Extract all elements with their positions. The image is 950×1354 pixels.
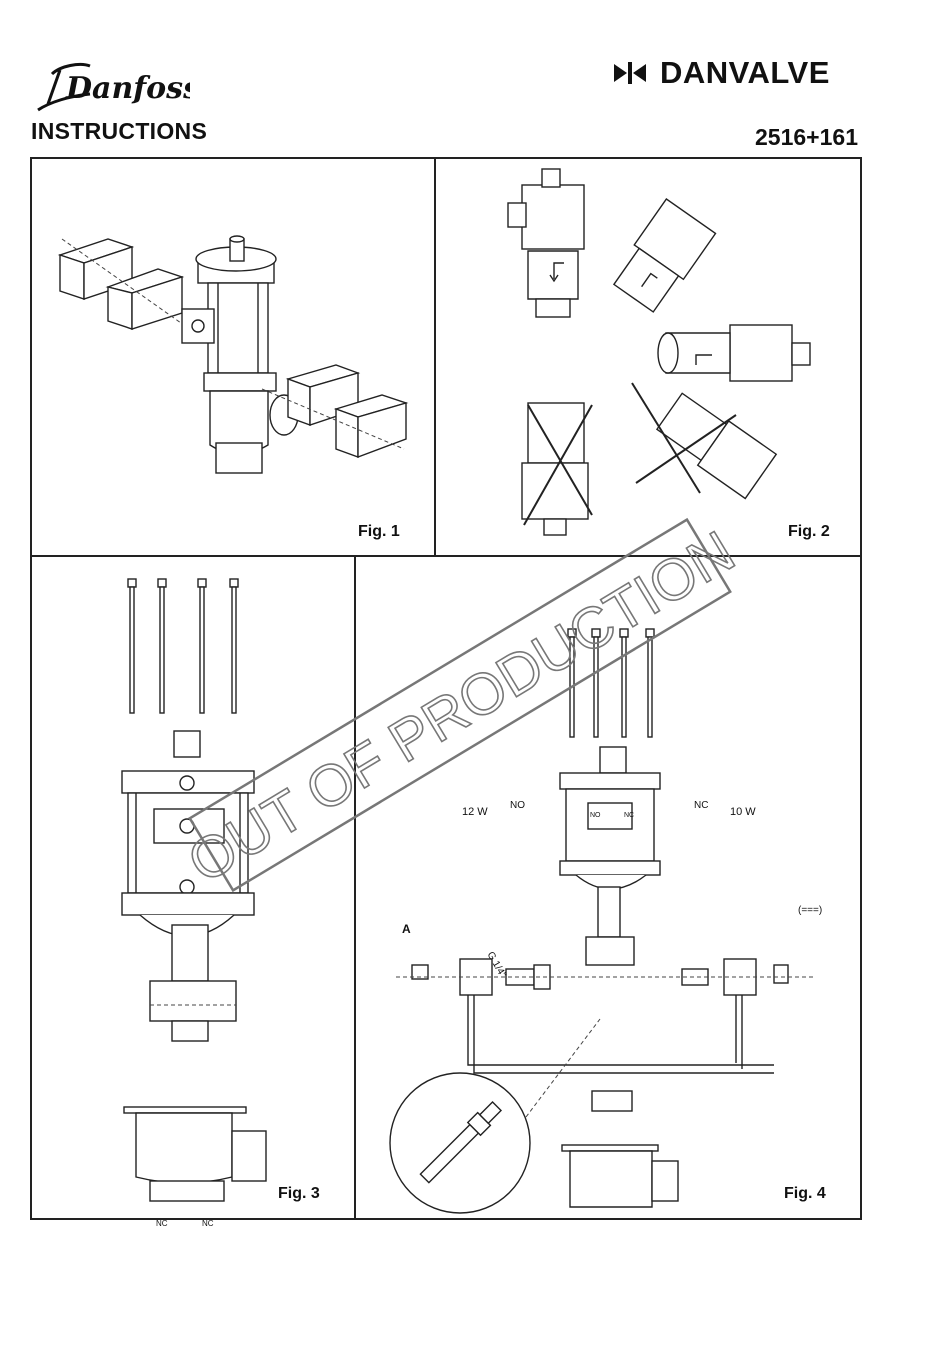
figure-4-label: Fig. 4: [784, 1185, 826, 1203]
label-no: NO: [510, 800, 525, 811]
figure-3-panel: Fig. 3 NC NC: [32, 557, 356, 1218]
wiring-diagram-drawing: [356, 557, 860, 1218]
figure-1-panel: Fig. 1: [32, 159, 436, 557]
detail-a-label: A: [402, 922, 411, 936]
figure-3-label: Fig. 3: [278, 1185, 320, 1203]
mounting-orientation-drawing: [436, 159, 860, 555]
label-nc: NC: [694, 800, 708, 811]
figure-2-label: Fig. 2: [788, 523, 830, 541]
danvalve-icon: [612, 60, 648, 86]
coil-label-nc-right: NC: [202, 1219, 214, 1228]
coil-rating-left: 12 W: [462, 806, 488, 818]
page-title: INSTRUCTIONS: [31, 118, 207, 145]
document-number: 2516+161: [755, 124, 858, 151]
pilot-label-no: NO: [590, 812, 601, 819]
danvalve-brand: DANVALVE: [612, 55, 830, 91]
exploded-valve-drawing: [32, 557, 354, 1218]
valve-installation-drawing: [32, 159, 434, 555]
danfoss-logo: Danfoss: [30, 52, 190, 118]
figure-frame: Fig. 1: [30, 157, 862, 1220]
coil-rating-right: 10 W: [730, 806, 756, 818]
figure-4-panel: Fig. 4: [356, 557, 860, 1218]
svg-text:Danfoss: Danfoss: [65, 71, 190, 106]
supply-symbol-label: (===): [798, 905, 822, 916]
coil-label-nc-left: NC: [156, 1219, 168, 1228]
brand-name: DANVALVE: [660, 55, 830, 91]
figure-1-label: Fig. 1: [358, 523, 400, 541]
pilot-label-nc: NC: [624, 812, 634, 819]
figure-2-panel: Fig. 2: [436, 159, 860, 557]
